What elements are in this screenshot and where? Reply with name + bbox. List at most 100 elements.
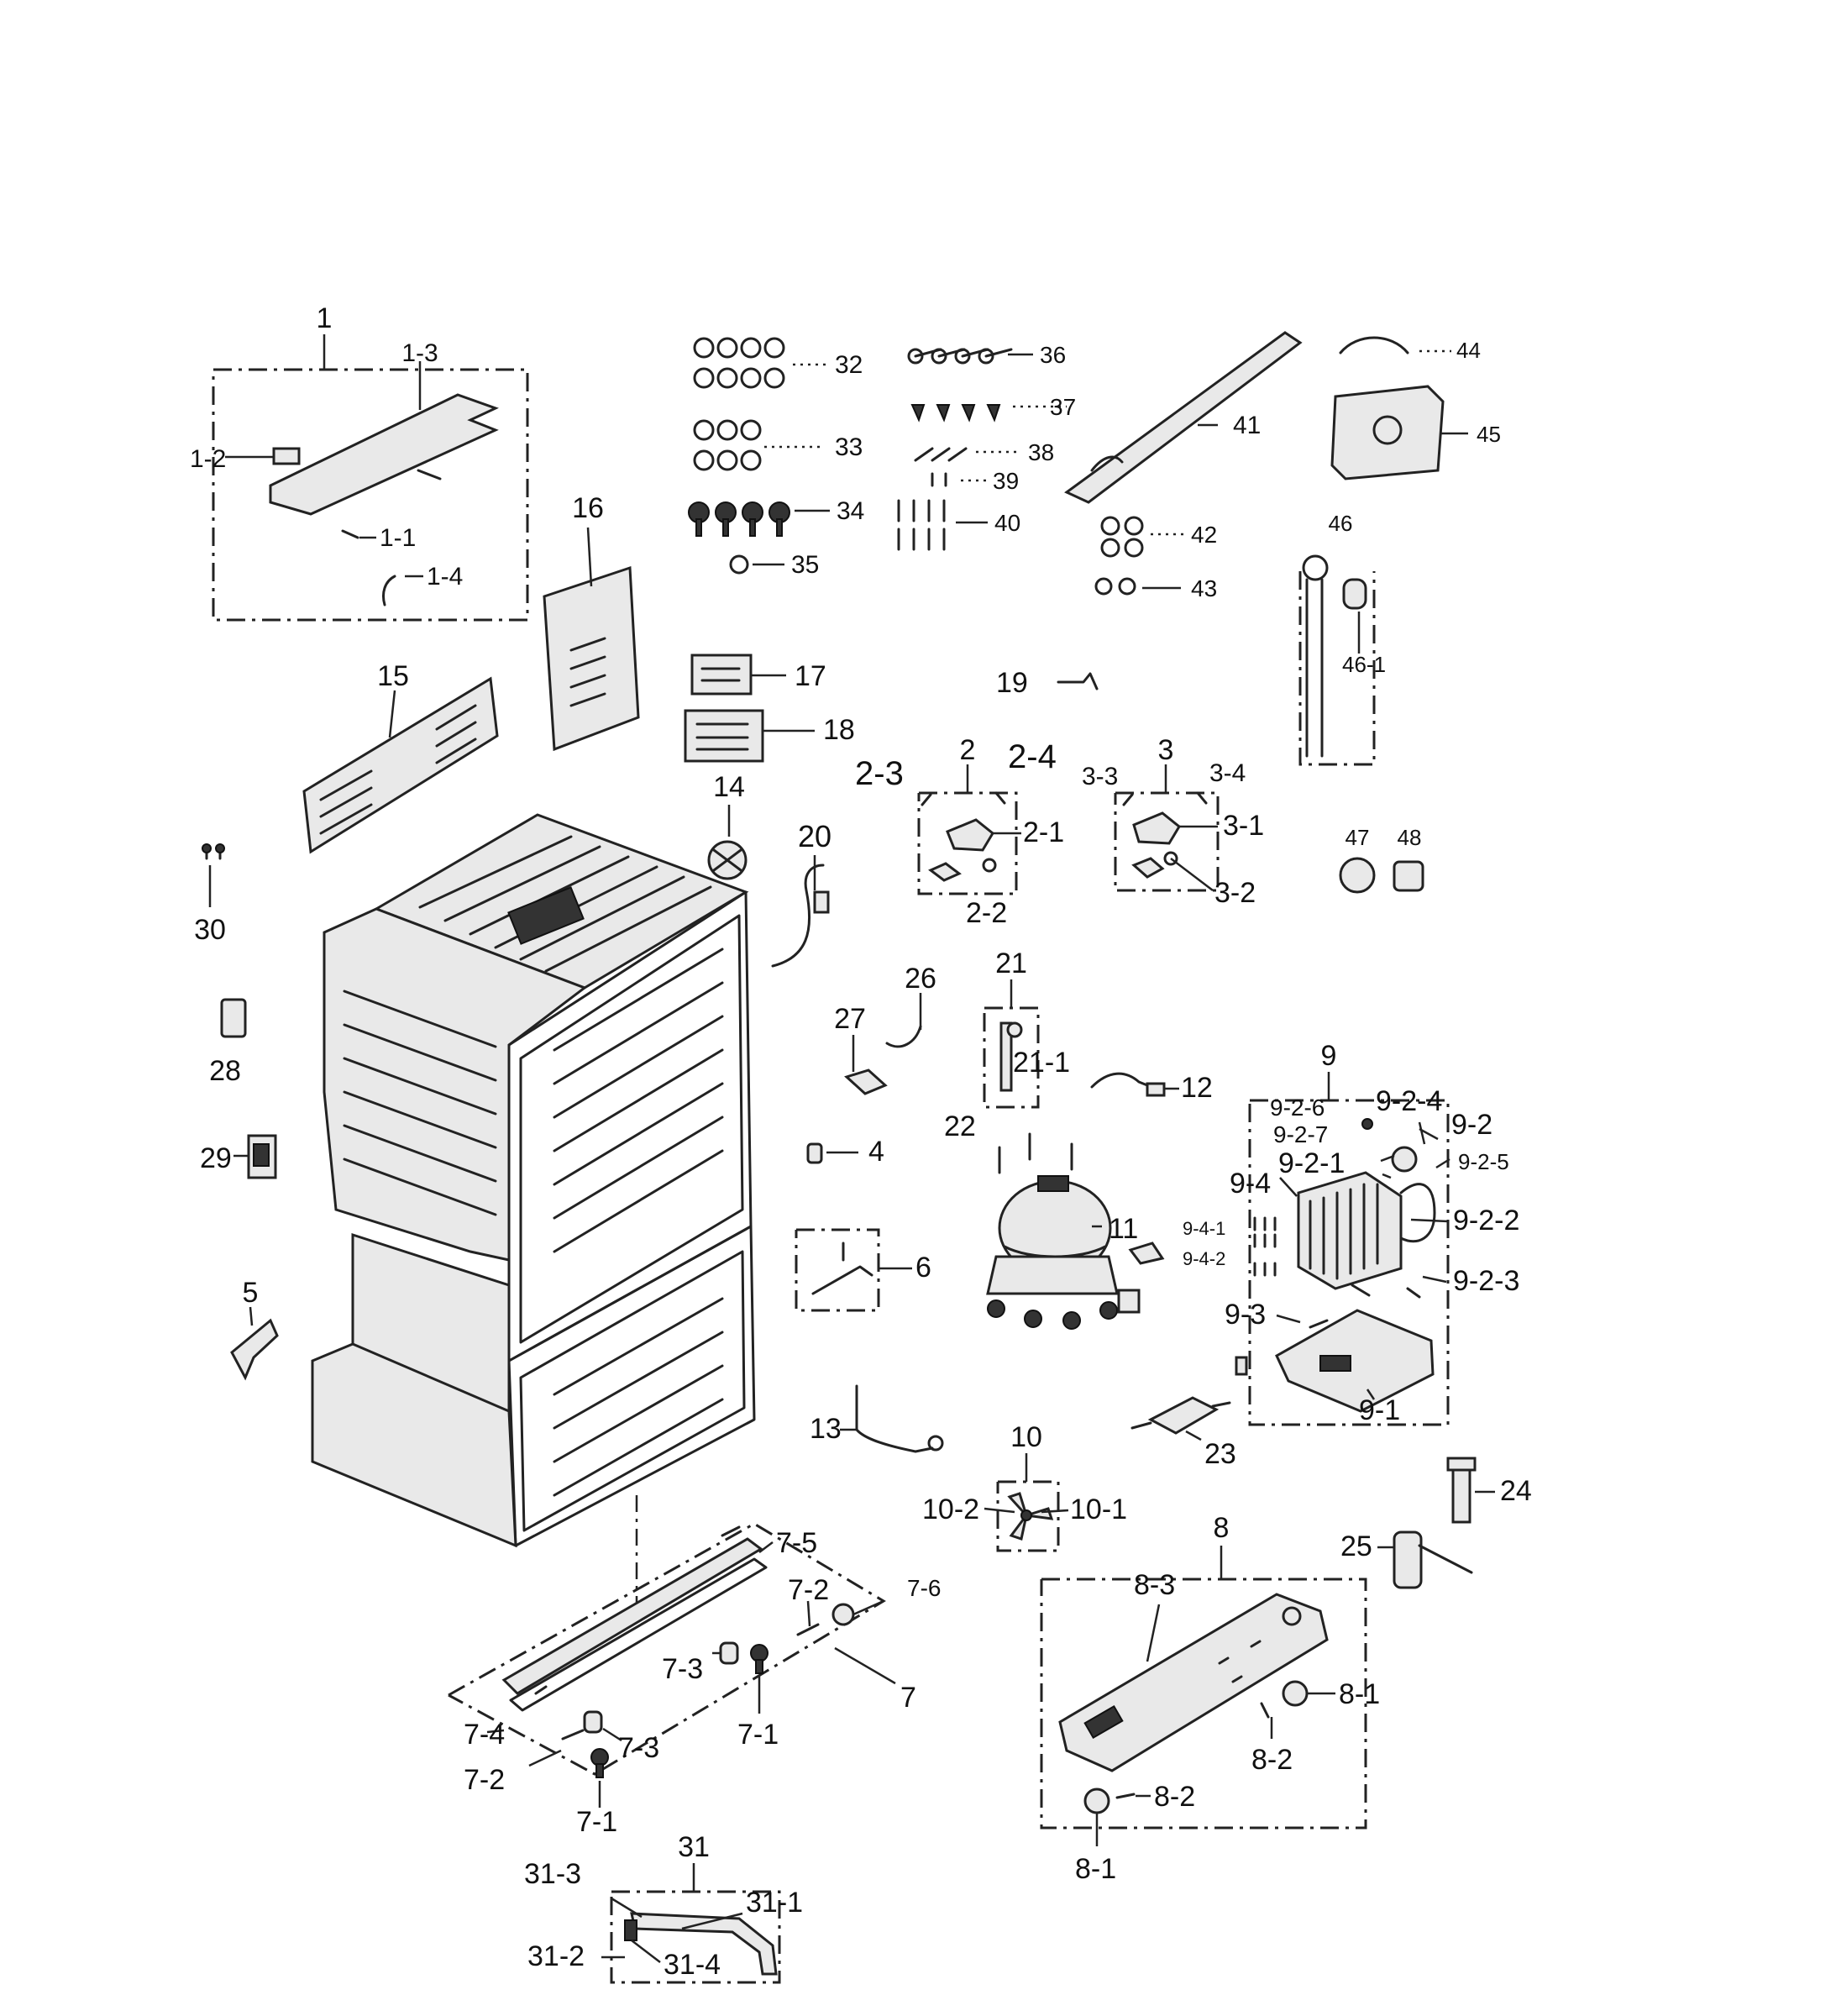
condenser-assembly-9 [1235,1072,1450,1426]
label-11: 11 [1109,1213,1138,1245]
label-33: 33 [835,433,863,461]
label-8-2: 8-2 [1154,1781,1195,1813]
label-43: 43 [1191,575,1217,601]
label-2: 2 [960,734,976,766]
label-7-2: 7-2 [788,1574,829,1606]
label-46-1: 46-1 [1342,652,1386,677]
label-2-1: 2-1 [1023,816,1064,848]
label-8: 8 [1214,1512,1230,1544]
label-30: 30 [194,914,226,946]
label-37: 37 [1050,394,1076,420]
label-12: 12 [1181,1072,1213,1104]
label-3-1: 3-1 [1223,810,1264,842]
label-9-2-7: 9-2-7 [1273,1121,1328,1147]
base-plate-assembly-8 [1040,1546,1367,1846]
label-9-2-2: 9-2-2 [1453,1205,1519,1236]
label-7-3: 7-3 [662,1653,703,1685]
label-3-4: 3-4 [1209,759,1246,787]
label-9-2-6: 9-2-6 [1270,1095,1325,1121]
label-10-1: 10-1 [1070,1494,1127,1525]
label-31-2: 31-2 [527,1940,585,1972]
label-19: 19 [996,667,1028,699]
label-39: 39 [993,468,1019,494]
label-35: 35 [791,551,819,579]
label-2-2: 2-2 [966,897,1007,929]
label-4: 4 [868,1136,884,1168]
label-17: 17 [795,660,826,692]
label-41: 41 [1233,412,1261,439]
covers-and-pcbs-15-to-18 [302,527,815,854]
label-5: 5 [243,1277,259,1309]
label-23: 23 [1204,1438,1236,1470]
hinge-assembly-2 [917,764,1021,895]
label-9-2-5: 9-2-5 [1458,1149,1509,1174]
label-15: 15 [377,660,409,692]
label-9: 9 [1321,1040,1337,1072]
label-9-2-3: 9-2-3 [1453,1265,1519,1297]
label-7-3: 7-3 [618,1732,659,1764]
label-9-4: 9-4 [1230,1168,1271,1200]
label-1-2: 1-2 [190,445,226,473]
label-38: 38 [1028,439,1054,465]
parts-21-12 [983,979,1179,1109]
parts-14-20 [707,805,830,968]
label-10-2: 10-2 [922,1494,979,1525]
label-6: 6 [915,1252,931,1284]
label-9-2-4: 9-2-4 [1376,1085,1442,1117]
label-1-1: 1-1 [380,524,416,552]
label-2-4: 2-4 [1008,738,1057,775]
label-31-1: 31-1 [746,1887,803,1919]
label-29: 29 [200,1142,232,1174]
label-10: 10 [1010,1421,1042,1453]
parts-4-6-26-27 [795,993,922,1312]
label-18: 18 [823,714,855,746]
label-3: 3 [1158,734,1174,766]
label-47: 47 [1346,825,1370,850]
label-13: 13 [810,1413,842,1445]
label-8-3: 8-3 [1134,1569,1175,1601]
label-20: 20 [798,819,831,853]
part-19 [1057,672,1099,690]
fan-assembly-10 [984,1453,1069,1552]
label-7: 7 [900,1682,916,1714]
label-7-4: 7-4 [464,1719,505,1751]
label-7-1: 7-1 [576,1806,617,1838]
label-8-1: 8-1 [1075,1853,1116,1885]
refrigerator-cabinet [311,813,756,1613]
label-27: 27 [834,1003,866,1035]
bracket-assembly-31 [601,1863,781,1984]
hinge-assembly-3 [1114,764,1220,892]
label-32: 32 [835,351,863,379]
label-7-2: 7-2 [464,1764,505,1796]
label-9-2: 9-2 [1451,1109,1492,1141]
label-31: 31 [678,1831,710,1863]
label-1-4: 1-4 [427,563,463,591]
label-9-4-2: 9-4-2 [1183,1248,1225,1269]
label-21-1: 21-1 [1013,1047,1070,1079]
label-28: 28 [209,1055,241,1087]
part-1-bracket-assembly [212,334,529,622]
label-16: 16 [572,492,604,524]
label-40: 40 [994,510,1020,536]
label-25: 25 [1340,1530,1372,1562]
label-9-3: 9-3 [1225,1299,1266,1331]
label-24: 24 [1500,1475,1532,1507]
label-21: 21 [995,948,1027,979]
label-48: 48 [1398,825,1422,850]
label-8-2: 8-2 [1251,1744,1293,1776]
label-26: 26 [905,963,936,995]
label-1: 1 [317,302,333,334]
compressor-assembly [986,1132,1165,1330]
label-34: 34 [837,497,864,525]
label-9-2-1: 9-2-1 [1278,1147,1345,1179]
label-22: 22 [944,1110,976,1142]
label-46: 46 [1329,511,1353,536]
rail-leveler-assembly-7 [448,1522,896,1808]
parts-13-23-24-25 [840,1384,1495,1589]
label-8-1: 8-1 [1339,1678,1380,1710]
label-44: 44 [1456,338,1481,363]
label-42: 42 [1191,522,1217,548]
label-31-4: 31-4 [664,1949,721,1981]
label-9-4-1: 9-4-1 [1183,1218,1225,1239]
